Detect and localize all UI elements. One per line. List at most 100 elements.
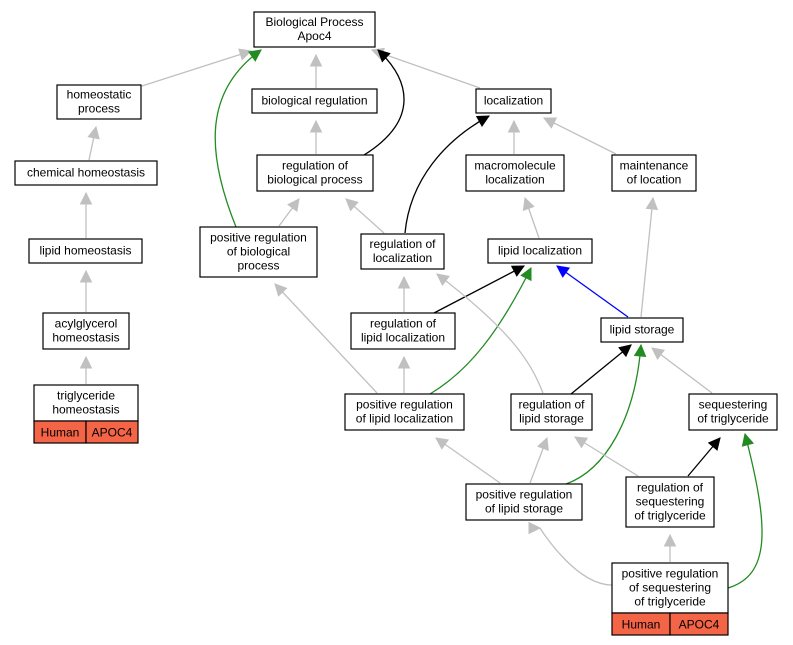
arrowhead-icon — [475, 115, 490, 128]
edge-positively-regulates — [429, 266, 532, 395]
node-label-line: regulation of — [282, 159, 349, 173]
edge-is-a — [640, 196, 659, 318]
arrowhead-icon — [522, 196, 535, 211]
edge-is-a — [397, 355, 411, 393]
node-label-line: triglyceride — [57, 389, 115, 403]
node-box — [28, 238, 143, 264]
edge-is-a — [87, 125, 100, 161]
arrowhead-icon — [79, 355, 93, 369]
arrowhead-icon — [574, 436, 589, 449]
node-box — [360, 233, 445, 270]
arrowhead-icon — [618, 344, 632, 358]
node-label-line: of location — [627, 173, 682, 187]
node-box — [251, 88, 378, 114]
node-label-line: of triglyceride — [634, 595, 706, 609]
node-label-line: lipid storage — [519, 412, 584, 426]
node-box — [510, 393, 593, 431]
node-box — [611, 154, 697, 192]
node-label-line: lipid localization — [361, 331, 445, 345]
go-term-node-localization[interactable]: localization — [475, 88, 552, 114]
node-label-line: lipid storage — [610, 323, 675, 337]
go-term-node-chemhomeo[interactable]: chemical homeostasis — [14, 160, 158, 186]
edge-is-a — [522, 196, 540, 239]
node-label-line: positive regulation — [210, 231, 307, 245]
arrowhead-icon — [507, 119, 521, 133]
go-term-node-lipidloc[interactable]: lipid localization — [487, 238, 593, 264]
edge-positively-regulates — [727, 432, 763, 589]
edge-line — [371, 49, 481, 89]
node-label-line: macromolecule — [474, 159, 556, 173]
edge-is-a — [79, 269, 93, 312]
edge-is-a — [542, 117, 617, 155]
annotation-tag-box — [669, 612, 729, 636]
arrowhead-icon — [345, 198, 359, 212]
node-label-line: localization — [484, 94, 543, 108]
edge-is-a — [507, 119, 521, 154]
node-label-line: lipid localization — [498, 244, 582, 258]
go-term-node-bioreg[interactable]: biological regulation — [251, 88, 378, 114]
arrowhead-icon — [556, 265, 571, 278]
edge-line — [727, 433, 763, 589]
edge-is-a — [278, 198, 300, 227]
node-label-line: regulation of — [518, 398, 585, 412]
arrowhead-icon — [542, 117, 558, 129]
edge-is-a — [274, 283, 378, 394]
annotation-tag-box — [85, 420, 139, 444]
arrowhead-icon — [309, 53, 323, 67]
node-box — [487, 238, 593, 264]
edge-part-of — [556, 265, 629, 318]
node-label-line: regulation of — [369, 237, 436, 251]
edge-line — [574, 436, 639, 477]
edge-regulates — [363, 49, 405, 156]
node-label-line: process — [78, 102, 120, 116]
node-box — [33, 384, 139, 422]
node-label-line: chemical homeostasis — [27, 166, 145, 180]
edge-is-a — [529, 436, 549, 484]
go-term-node-lipidstorage[interactable]: lipid storage — [600, 317, 684, 343]
edge-is-a — [141, 48, 253, 87]
node-label-line: of triglyceride — [697, 412, 769, 426]
node-box — [256, 154, 374, 192]
arrowhead-icon — [741, 432, 755, 447]
node-box — [475, 88, 552, 114]
edge-is-a — [435, 437, 501, 484]
edge-positively-regulates — [214, 49, 262, 228]
arrowhead-icon — [397, 355, 411, 369]
arrowhead-icon — [435, 437, 450, 450]
go-term-node-lipidhomeo[interactable]: lipid homeostasis — [28, 238, 143, 264]
node-label-line: localization — [373, 251, 432, 265]
node-label-line: localization — [485, 173, 544, 187]
node-box — [465, 154, 565, 192]
arrowhead-icon — [309, 119, 323, 133]
arrowhead-icon — [436, 273, 450, 287]
annotation-species: Human — [622, 618, 661, 632]
annotation-species: Human — [41, 426, 80, 440]
arrowhead-icon — [510, 265, 525, 277]
arrowhead-icon — [528, 521, 542, 535]
arrowhead-icon — [238, 48, 253, 61]
node-box — [688, 393, 778, 431]
node-label-line: biological regulation — [261, 94, 367, 108]
edge-regulates — [687, 437, 721, 477]
edge-line — [651, 347, 713, 394]
arrowhead-icon — [87, 125, 100, 140]
node-label-line: of biological — [227, 245, 290, 259]
